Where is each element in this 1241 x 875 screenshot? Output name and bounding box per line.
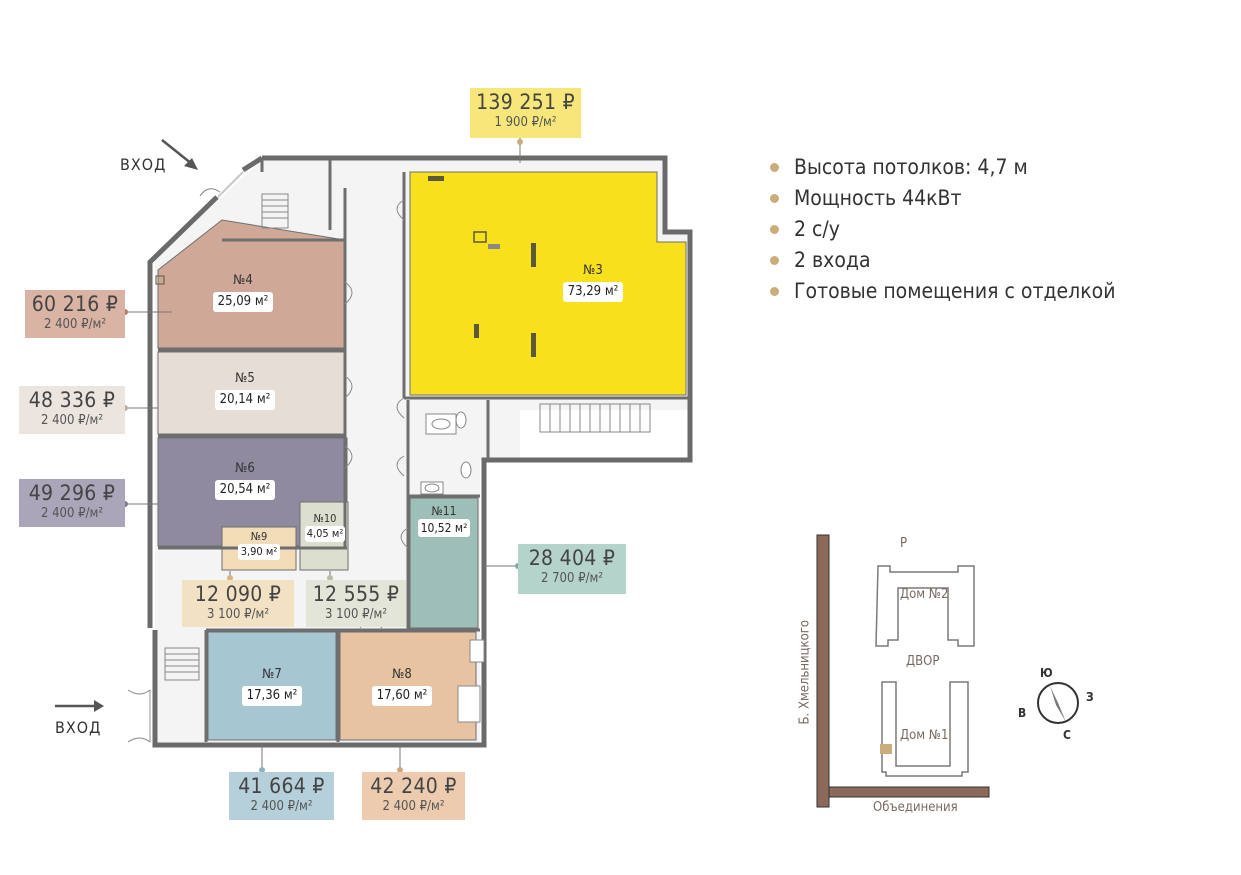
stairs-entrance-bottom bbox=[164, 647, 200, 681]
outer-wall bbox=[262, 155, 693, 410]
tag-room-3[interactable]: 139 251 ₽ 1 900 ₽/м² bbox=[470, 88, 581, 138]
room-number: №7 bbox=[262, 667, 282, 682]
price: 12 555 ₽ bbox=[312, 582, 400, 606]
room-area: 20,14 м² bbox=[214, 390, 276, 410]
house-2-outline bbox=[875, 565, 975, 647]
bullet-icon bbox=[770, 194, 779, 203]
room-area: 20,54 м² bbox=[214, 480, 276, 500]
room-number: №5 bbox=[235, 371, 255, 386]
stairs-entrance-top bbox=[261, 193, 289, 229]
street-vertical-road bbox=[816, 534, 830, 808]
entrance-label-bottom: ВХОД bbox=[55, 718, 102, 737]
label-room-5: №5 20,14 м² bbox=[200, 370, 290, 410]
outer-wall-lower bbox=[152, 410, 693, 748]
label-room-8: №8 17,60 м² bbox=[357, 666, 447, 706]
feature-ceiling-height: Высота потолков: 4,7 м bbox=[768, 152, 1116, 183]
price: 49 296 ₽ bbox=[28, 481, 116, 505]
price: 42 240 ₽ bbox=[370, 774, 457, 798]
price-per-m2: 3 100 ₽/м² bbox=[206, 607, 270, 622]
price: 139 251 ₽ bbox=[476, 90, 575, 114]
price-per-m2: 2 400 ₽/м² bbox=[250, 799, 313, 814]
stairs-upper bbox=[539, 403, 651, 433]
outer-wall-left bbox=[147, 195, 219, 628]
price-per-m2: 2 400 ₽/м² bbox=[40, 506, 104, 521]
street-horizontal-road bbox=[828, 786, 990, 798]
compass-e: З bbox=[1086, 690, 1094, 704]
entrance-label-top: ВХОД bbox=[120, 155, 167, 174]
tag-room-11[interactable]: 28 404 ₽ 2 700 ₽/м² bbox=[518, 544, 626, 594]
room-area: 4,05 м² bbox=[304, 526, 346, 542]
house-1-highlight bbox=[880, 744, 892, 754]
bullet-icon bbox=[770, 256, 779, 265]
tag-room-6[interactable]: 49 296 ₽ 2 400 ₽/м² bbox=[19, 479, 125, 527]
price: 12 090 ₽ bbox=[194, 582, 282, 606]
price-per-m2: 2 400 ₽/м² bbox=[40, 413, 104, 428]
price-per-m2: 1 900 ₽/м² bbox=[494, 115, 557, 130]
compass-w: В bbox=[1018, 706, 1027, 720]
bullet-icon bbox=[770, 225, 779, 234]
room-3[interactable] bbox=[409, 171, 687, 396]
label-room-4: №4 25,09 м² bbox=[198, 272, 288, 312]
price-per-m2: 2 700 ₽/м² bbox=[540, 571, 604, 586]
price: 41 664 ₽ bbox=[238, 774, 325, 798]
entrance-gap-top bbox=[217, 171, 244, 198]
room-number: №8 bbox=[392, 667, 412, 682]
room-number: №3 bbox=[583, 263, 603, 278]
label-room-6: №6 20,54 м² bbox=[200, 460, 290, 500]
house-2-label: Дом №2 bbox=[900, 587, 949, 602]
entrance-arrow-top bbox=[161, 139, 198, 170]
columns bbox=[155, 176, 536, 357]
feature-power: Мощность 44кВт bbox=[768, 183, 1116, 214]
site-map bbox=[816, 534, 1079, 808]
parking-label: Р bbox=[900, 536, 908, 551]
tag-room-10[interactable]: 12 555 ₽ 3 100 ₽/м² bbox=[306, 580, 406, 627]
tag-room-8[interactable]: 42 240 ₽ 2 400 ₽/м² bbox=[362, 772, 465, 820]
street-horizontal-label: Объединения bbox=[873, 800, 958, 815]
price: 28 404 ₽ bbox=[528, 546, 616, 570]
room-number: №11 bbox=[431, 504, 457, 518]
entrance-arrow-bottom bbox=[55, 700, 104, 712]
bullet-icon bbox=[770, 287, 779, 296]
compass-n: Ю bbox=[1040, 666, 1053, 680]
room-number: №6 bbox=[235, 461, 255, 476]
room-number: №10 bbox=[313, 512, 337, 525]
label-room-3: №3 73,29 м² bbox=[548, 262, 638, 302]
label-room-7: №7 17,36 м² bbox=[227, 666, 317, 706]
room-number: №9 bbox=[250, 530, 268, 543]
room-area: 3,90 м² bbox=[237, 544, 281, 560]
price: 48 336 ₽ bbox=[28, 388, 116, 412]
outer-wall-top-left bbox=[241, 155, 264, 173]
label-room-10: №10 4,05 м² bbox=[298, 512, 352, 542]
feature-entrances: 2 входа bbox=[768, 245, 1116, 276]
room-area: 73,29 м² bbox=[562, 282, 624, 302]
house-1-label: Дом №1 bbox=[900, 728, 949, 743]
tag-room-4[interactable]: 60 216 ₽ 2 400 ₽/м² bbox=[25, 290, 125, 338]
price-per-m2: 3 100 ₽/м² bbox=[324, 607, 388, 622]
price-per-m2: 2 400 ₽/м² bbox=[382, 799, 445, 814]
tag-room-9[interactable]: 12 090 ₽ 3 100 ₽/м² bbox=[182, 580, 294, 627]
label-room-11: №11 10,52 м² bbox=[408, 504, 480, 537]
room-area: 25,09 м² bbox=[212, 292, 274, 312]
tag-room-7[interactable]: 41 664 ₽ 2 400 ₽/м² bbox=[229, 772, 334, 820]
compass-s: С bbox=[1063, 728, 1071, 742]
compass bbox=[1037, 682, 1079, 724]
tag-room-5[interactable]: 48 336 ₽ 2 400 ₽/м² bbox=[19, 386, 125, 434]
room-area: 10,52 м² bbox=[417, 519, 471, 537]
price-per-m2: 2 400 ₽/м² bbox=[43, 317, 107, 332]
feature-bathrooms: 2 с/у bbox=[768, 214, 1116, 245]
room-area: 17,60 м² bbox=[371, 686, 433, 706]
label-room-9: №9 3,90 м² bbox=[222, 530, 296, 560]
bullet-icon bbox=[770, 163, 779, 172]
yard-label: ДВОР bbox=[906, 654, 940, 669]
feature-finished: Готовые помещения с отделкой bbox=[768, 276, 1116, 307]
room-number: №4 bbox=[233, 273, 253, 288]
street-vertical-label: Б. Хмельницкого bbox=[797, 619, 813, 725]
price: 60 216 ₽ bbox=[31, 292, 119, 316]
features-list: Высота потолков: 4,7 м Мощность 44кВт 2 … bbox=[768, 152, 1116, 307]
house-1-outline bbox=[881, 681, 969, 777]
bathroom-fixtures bbox=[420, 411, 485, 723]
room-area: 17,36 м² bbox=[241, 686, 303, 706]
